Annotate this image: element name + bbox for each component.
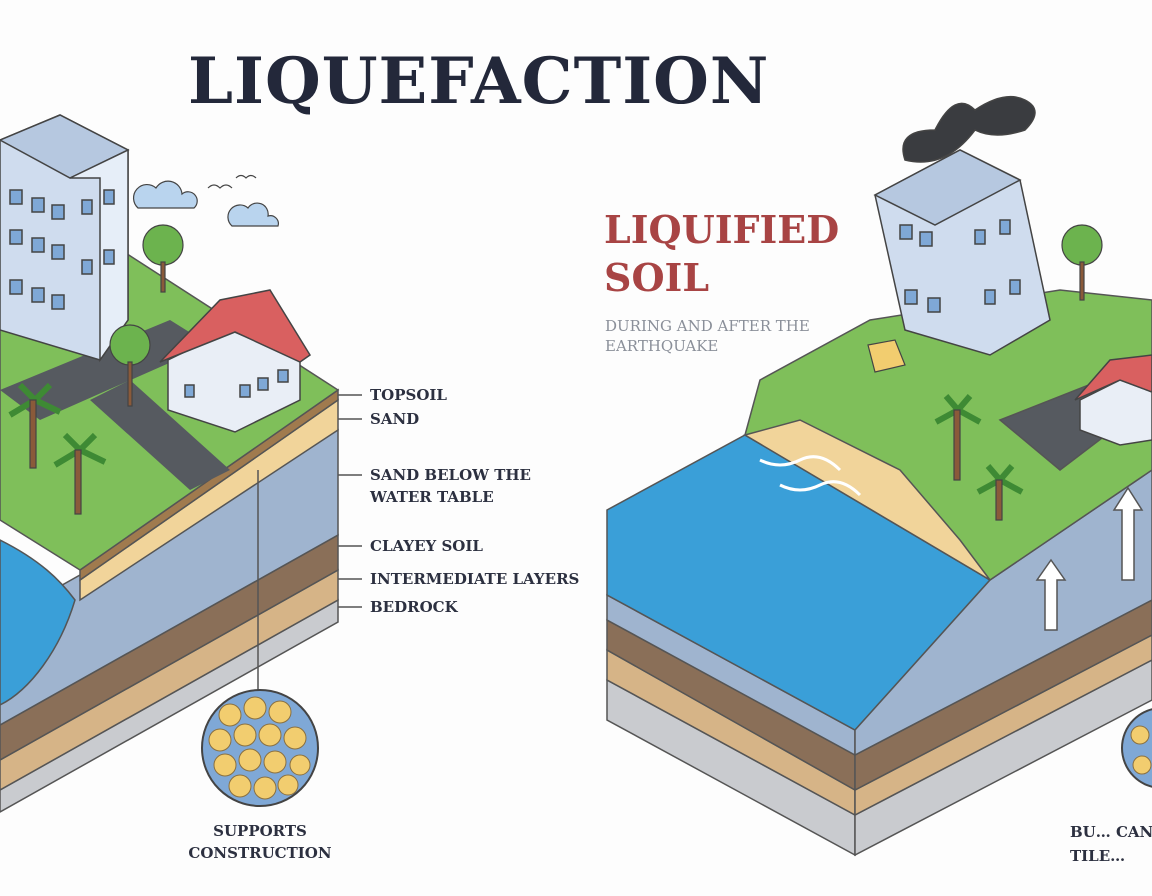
- right-trees: [867, 224, 1103, 521]
- road-2: [90, 380, 230, 490]
- right-beach: [743, 419, 991, 581]
- liquified-soil-heading: LIQUIFIED SOIL: [604, 207, 840, 300]
- label-intermediate-layers: INTERMEDIATE LAYERS: [370, 570, 580, 588]
- soil-particles-liquified: [1121, 708, 1152, 788]
- groundwater: [0, 539, 76, 706]
- house: [159, 289, 312, 433]
- smoke: [902, 95, 1036, 163]
- up-arrow-2: [1112, 486, 1144, 581]
- label-clayey-soil: CLAYEY SOIL: [370, 537, 483, 555]
- liquified-soil-block: [606, 289, 1152, 857]
- road: [0, 320, 210, 420]
- right-grass: [744, 289, 1152, 581]
- liquified-soil-caption: DURING AND AFTER THE EARTHQUAKE: [605, 317, 810, 355]
- label-sand-below-water-table: SAND BELOW THE WATER TABLE: [370, 466, 531, 506]
- wave: [759, 455, 862, 497]
- tilted-building: [873, 95, 1051, 356]
- label-sand: SAND: [370, 410, 420, 428]
- soil-particles-stable: [201, 689, 319, 807]
- supports-construction-caption: SUPPORTS CONSTRUCTION: [188, 822, 332, 862]
- office-building: [0, 114, 130, 363]
- clouds: [132, 174, 279, 227]
- up-arrow-1: [1035, 558, 1067, 631]
- tilt-caption-partial: BU… CAN TILE…: [1070, 823, 1152, 865]
- damaged-house: [1074, 354, 1152, 446]
- trees: [8, 224, 184, 515]
- page-title: LIQUEFACTION: [188, 44, 770, 119]
- label-topsoil: TOPSOIL: [370, 386, 447, 404]
- label-bedrock: BEDROCK: [370, 598, 458, 616]
